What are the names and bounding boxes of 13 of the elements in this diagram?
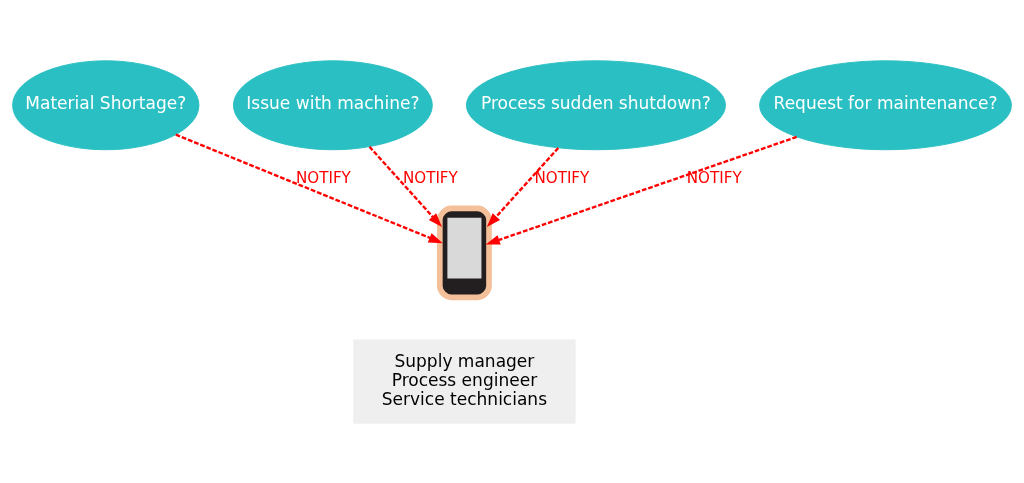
edge-label: NOTIFY [534, 168, 590, 187]
node-ellipse: Material Shortage? [12, 59, 200, 150]
edge-label: NOTIFY [686, 168, 742, 187]
edge-label: NOTIFY [295, 168, 351, 187]
arrow [368, 145, 442, 227]
arrow [485, 135, 798, 245]
node-ellipse: Request for maintenance? [759, 59, 1012, 150]
edge-label: NOTIFY [402, 168, 458, 187]
picture [436, 205, 492, 300]
node-ellipse: Issue with machine? [233, 59, 433, 150]
arrow [486, 146, 560, 227]
arrow [175, 133, 443, 243]
node-ellipse: Process sudden shutdown? [465, 59, 726, 150]
